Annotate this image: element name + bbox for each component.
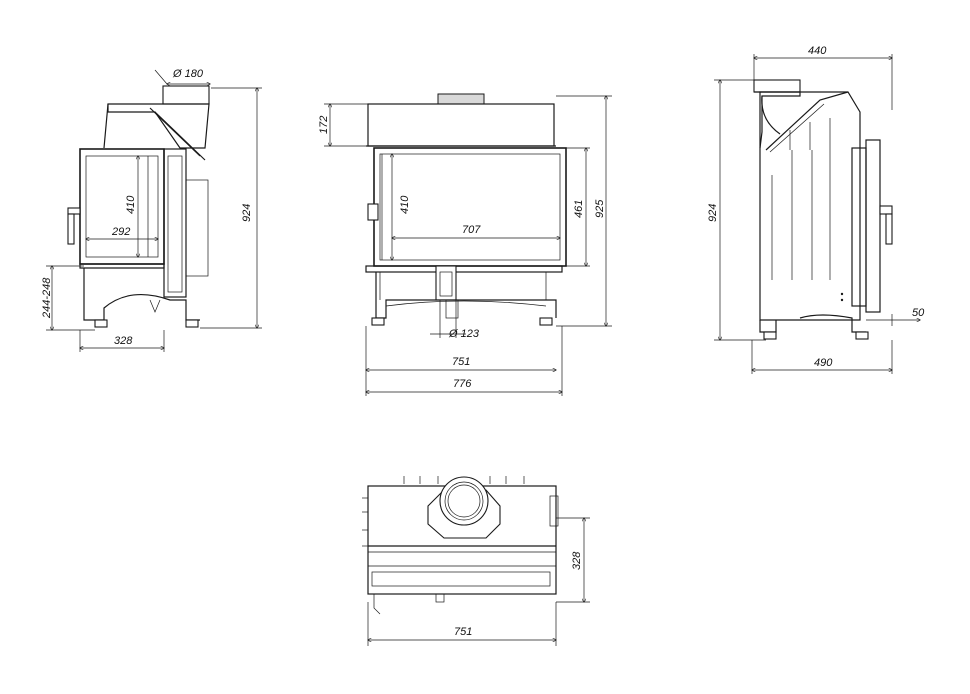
legs [83, 268, 200, 321]
top-collar [437, 93, 485, 105]
front-handle [367, 203, 379, 221]
dim-top-width: 751 [454, 626, 472, 638]
dim-total-depth: 490 [814, 357, 833, 369]
front-view: 172 410 707 461 925 Ø 123 751 776 [318, 93, 612, 396]
right-door [851, 147, 867, 307]
top-view: 328 751 [362, 476, 590, 646]
dim-leg-height: 244-248 [41, 277, 53, 319]
flue-collar [162, 85, 210, 105]
top-hood-front [367, 103, 555, 147]
dim-top-height: 172 [318, 116, 330, 134]
dim-total-height: 924 [241, 204, 253, 222]
dim-window-width: 292 [111, 226, 130, 238]
side-body [163, 148, 187, 298]
dim-top-depth-view: 328 [571, 551, 583, 570]
door-glass [85, 155, 159, 258]
right-handle [879, 205, 893, 215]
top-flue-ring [439, 476, 489, 526]
dim-right-total-height: 924 [707, 204, 719, 222]
dim-front-window-height: 410 [399, 195, 411, 214]
dim-body-height: 925 [594, 199, 606, 218]
front-legs [375, 272, 557, 319]
dim-top-depth: 440 [808, 45, 827, 57]
dim-front-window-width: 707 [462, 224, 481, 236]
dim-window-height: 410 [125, 195, 137, 214]
dim-glass-height: 461 [573, 200, 585, 218]
dim-outer-width: 776 [453, 378, 472, 390]
front-glass [379, 153, 561, 261]
dim-depth: 328 [114, 335, 133, 347]
door-frame [79, 148, 165, 265]
side-view-left: Ø 180 924 410 292 244-248 328 [41, 68, 262, 352]
dim-side-offset: 50 [912, 307, 925, 319]
dim-inner-width: 751 [452, 356, 470, 368]
top-hood [107, 103, 210, 149]
door-handle [67, 207, 81, 215]
dim-flue-diameter: Ø 180 [172, 68, 204, 80]
side-view-right: 440 924 50 490 [707, 45, 925, 374]
right-flue-collar [753, 79, 801, 93]
dim-air-inlet: Ø 123 [448, 328, 480, 340]
air-inlet [435, 265, 457, 301]
